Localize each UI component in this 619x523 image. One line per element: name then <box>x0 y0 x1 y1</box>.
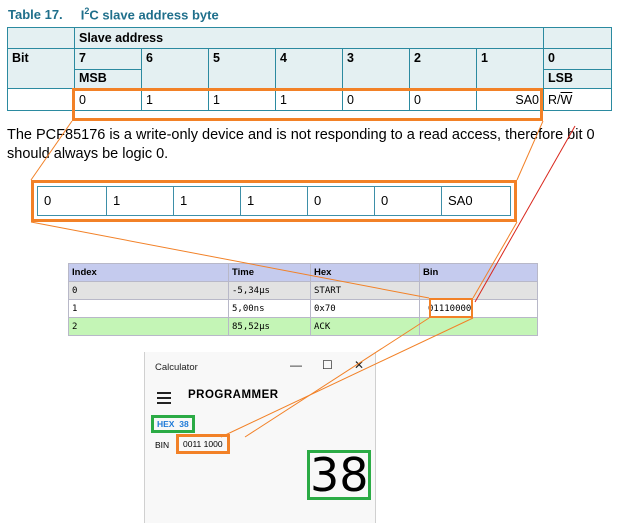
caption-title-sup: 2 <box>84 6 90 16</box>
cell-bin <box>419 317 538 336</box>
table-caption: Table 17. I2C slave address byte <box>8 6 219 22</box>
analyzer-header-row: Index Time Hex Bin <box>68 263 538 282</box>
bit-5: 5 <box>208 48 276 89</box>
bit-4: 4 <box>275 48 343 89</box>
bit-3: 3 <box>342 48 410 89</box>
caption-title-pre: I <box>80 7 85 23</box>
cell-hex: START <box>310 281 420 300</box>
strip-cell: 0 <box>374 187 441 215</box>
table-number: Table 17. <box>8 7 63 23</box>
rw-write-bar: W <box>560 92 573 107</box>
value-row-highlight <box>72 88 543 121</box>
strip-cell: 0 <box>307 187 374 215</box>
bit-strip: 0 1 1 1 0 0 SA0 <box>37 186 511 216</box>
col-index: Index <box>68 263 229 282</box>
cell-bin <box>419 281 538 300</box>
close-icon[interactable]: ✕ <box>354 358 365 372</box>
strip-cell: 1 <box>240 187 307 215</box>
cell-time: 85,52µs <box>228 317 311 336</box>
hamburger-menu-icon[interactable] <box>157 392 171 407</box>
cell-time: -5,34µs <box>228 281 311 300</box>
bin-value: 0011 1000 <box>176 434 230 454</box>
table-row[interactable]: 2 85,52µs ACK <box>68 317 538 336</box>
slave-address-header: Slave address <box>73 27 545 49</box>
cell-index: 1 <box>68 299 229 318</box>
strip-cell: 1 <box>106 187 173 215</box>
bit-1: 1 <box>475 48 545 89</box>
bit-number: 0 <box>548 51 555 65</box>
cell-bin: 01110000 <box>419 299 538 318</box>
table-row[interactable]: 1 5,00ns 0x70 01110000 <box>68 299 538 318</box>
minimize-icon[interactable]: — <box>290 358 302 372</box>
col-bin: Bin <box>419 263 538 282</box>
bin-value-highlight <box>429 298 473 318</box>
rw-cell: R/W <box>543 88 613 111</box>
cell-hex: ACK <box>310 317 420 336</box>
header-blank <box>7 27 75 49</box>
col-time: Time <box>228 263 311 282</box>
bit-2: 2 <box>409 48 477 89</box>
hex-label: HEX <box>157 419 175 429</box>
bit-number: 7 <box>79 51 86 65</box>
lsb-label: LSB <box>544 69 612 85</box>
msb-label: MSB <box>75 69 141 85</box>
strip-cell: 0 <box>44 193 52 208</box>
strip-cell: SA0 <box>441 187 510 215</box>
cell-hex: 0x70 <box>310 299 420 318</box>
maximize-icon[interactable]: ☐ <box>322 358 333 372</box>
cell-index: 0 <box>68 281 229 300</box>
calculator-window: Calculator — ☐ ✕ PROGRAMMER HEX 38 BIN 0… <box>144 352 376 523</box>
bit-label: Bit <box>7 48 75 89</box>
cell-time: 5,00ns <box>228 299 311 318</box>
rw-read: R/ <box>548 92 561 107</box>
window-title: Calculator <box>155 362 198 373</box>
result-display: 38 <box>307 450 371 500</box>
bit-6: 6 <box>141 48 209 89</box>
col-hex: Hex <box>310 263 420 282</box>
cell-index: 2 <box>68 317 229 336</box>
table-row[interactable]: 0 -5,34µs START <box>68 281 538 300</box>
description-paragraph: The PCF85176 is a write-only device and … <box>7 127 595 162</box>
value-blank <box>7 88 75 111</box>
caption-title-post: C slave address byte <box>89 7 219 23</box>
mode-title: PROGRAMMER <box>188 389 279 401</box>
hex-value: 38 <box>179 419 189 429</box>
hex-row[interactable]: HEX 38 <box>151 415 195 433</box>
bin-label[interactable]: BIN <box>155 440 170 450</box>
strip-cell: 1 <box>173 187 240 215</box>
header-blank-right <box>543 27 613 49</box>
